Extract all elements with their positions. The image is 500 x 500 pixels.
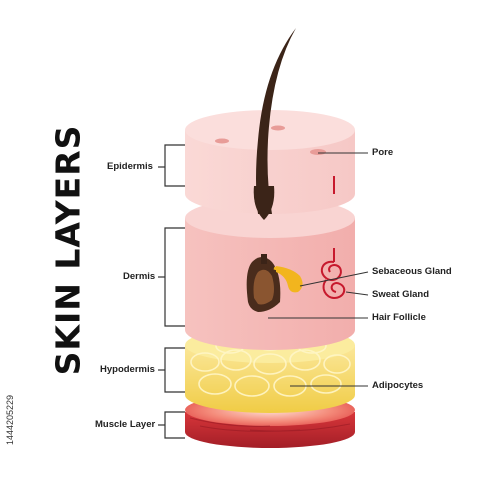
label-hypodermis: Hypodermis [100,364,155,375]
hypodermis-bracket [164,347,185,393]
image-id-text: 1444205229 [5,394,15,446]
sweat-pointer [345,291,369,296]
label-hair-follicle: Hair Follicle [372,312,426,323]
epidermis-bracket [164,144,185,187]
pore-hole [215,138,229,144]
sebaceous-pointer [299,271,369,287]
label-dermis: Dermis [123,271,156,282]
hair-shaft [253,28,296,220]
pore-hole [271,125,285,131]
muscle-bracket [164,411,185,439]
label-adipocytes: Adipocytes [372,380,424,391]
epidermis-layer [185,110,355,214]
label-epidermis: Epidermis [107,161,153,172]
pore-hole [310,149,326,155]
label-sebaceous-gland: Sebaceous Gland [372,266,452,277]
hair-follicle [246,254,281,312]
sebaceous-gland [273,266,303,293]
label-sweat-gland: Sweat Gland [372,289,430,300]
right-pointers [268,152,369,387]
label-muscle-layer: Muscle Layer [95,419,156,430]
left-brackets [158,144,185,439]
label-pore: Pore [372,147,394,158]
dermis-bracket [164,227,185,327]
